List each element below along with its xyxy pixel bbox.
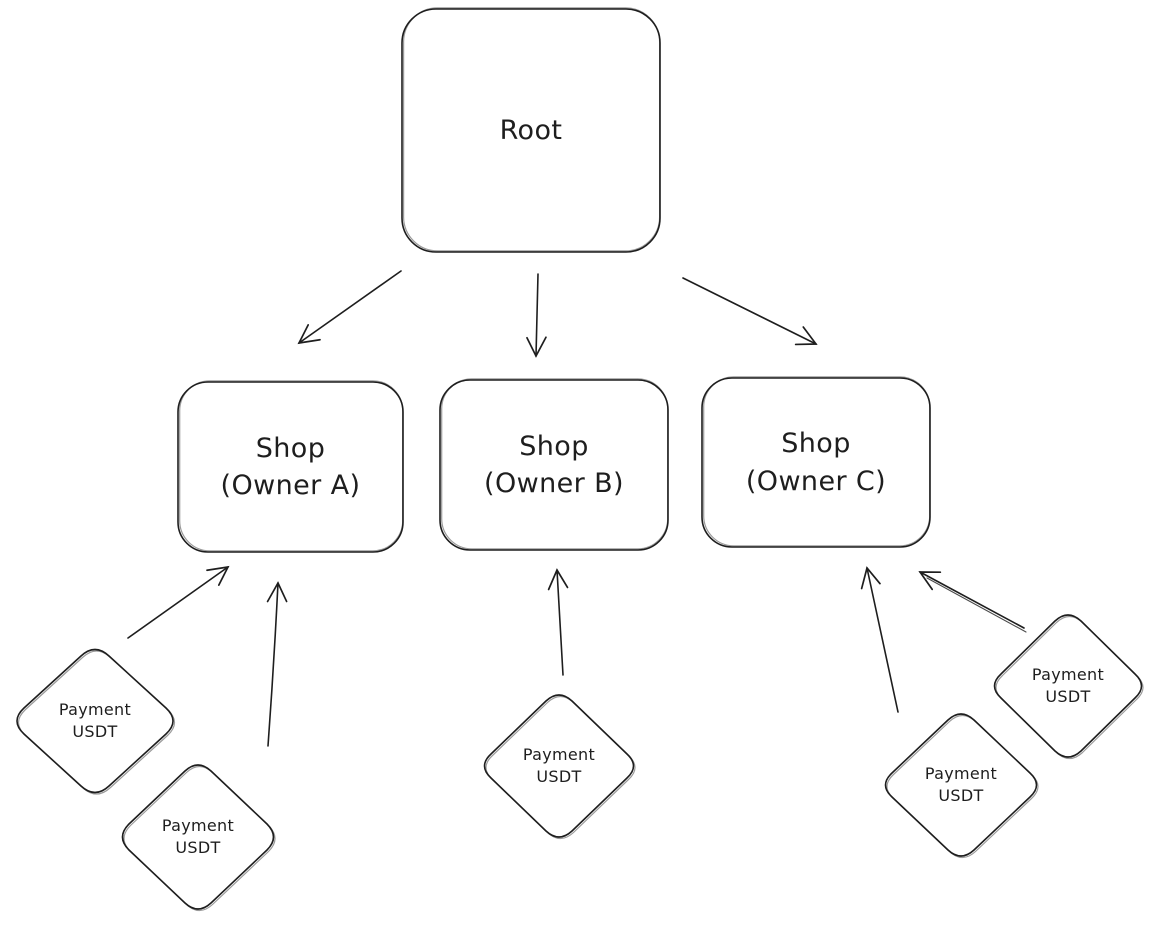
- payment-diamond-right-upper-shape: [993, 614, 1143, 758]
- payment-diamond-center-sketch: [485, 695, 636, 840]
- payment-diamond-left-upper-shape: [16, 648, 174, 794]
- shop-a-node-shape: [177, 381, 404, 553]
- arrow-payment-right-upper-to-shop-c: [918, 571, 1025, 629]
- payment-diamond-left-lower-sketch: [123, 765, 276, 912]
- arrow-payment-left-upper-to-shop-a: [127, 565, 230, 639]
- shop-a-node-sketch-stroke: [179, 380, 404, 552]
- arrow-payment-right-lower-to-shop-c: [860, 566, 899, 713]
- arrow-root-to-shop-a: [297, 270, 402, 345]
- root-node-sketch-stroke: [403, 7, 661, 252]
- arrow-payment-right-upper-sketch-stroke: [926, 577, 1027, 633]
- payment-diamond-center-shape: [483, 694, 635, 838]
- payment-diamond-right-upper-sketch: [995, 615, 1144, 760]
- arrow-root-to-shop-b: [526, 273, 547, 358]
- payment-diamond-right-lower-shape: [884, 713, 1038, 857]
- arrow-payment-left-lower-to-shop-a: [266, 581, 288, 747]
- payment-diamond-left-upper-sketch: [17, 650, 176, 795]
- root-node-shape: [401, 8, 661, 253]
- arrow-payment-center-to-shop-b: [547, 568, 569, 676]
- payment-diamond-right-lower-sketch: [886, 714, 1039, 859]
- shop-c-node-shape: [701, 377, 931, 548]
- shop-c-node-sketch-stroke: [703, 376, 931, 547]
- shop-b-node-sketch-stroke: [441, 378, 669, 550]
- shop-b-node-shape: [439, 379, 669, 551]
- payment-diamond-left-lower-shape: [121, 764, 275, 910]
- arrow-root-to-shop-c: [682, 277, 818, 346]
